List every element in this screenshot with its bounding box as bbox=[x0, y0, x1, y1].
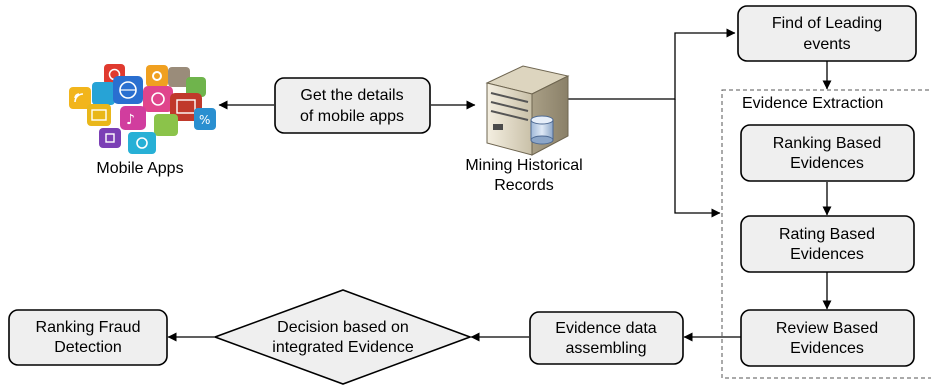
mobile-apps-label: Mobile Apps bbox=[96, 160, 183, 177]
ranking-based-line-1: Ranking Based bbox=[773, 135, 882, 152]
node-get-details: Get the details of mobile apps bbox=[274, 77, 431, 134]
node-ranking-based: Ranking Based Evidences bbox=[740, 124, 915, 182]
edge-mining-to-find-leading bbox=[568, 28, 736, 100]
get-details-line-1: Get the details bbox=[300, 87, 403, 104]
node-rating-based: Rating Based Evidences bbox=[740, 215, 915, 273]
svg-text:♪: ♪ bbox=[126, 112, 135, 128]
get-details-line-2: of mobile apps bbox=[300, 108, 404, 125]
app-icons-cluster-icon: % ♪ bbox=[69, 64, 216, 154]
decision-line-2: integrated Evidence bbox=[272, 339, 414, 356]
mining-line-2: Records bbox=[494, 177, 554, 194]
edges bbox=[167, 28, 832, 342]
server-database-icon bbox=[485, 65, 570, 156]
ranking-fraud-line-2: Detection bbox=[54, 339, 122, 356]
find-leading-line-2: events bbox=[803, 36, 850, 53]
node-review-based: Review Based Evidences bbox=[740, 309, 915, 367]
review-based-line-2: Evidences bbox=[790, 340, 864, 357]
node-decision: Decision based on integrated Evidence bbox=[212, 289, 473, 385]
rating-based-line-2: Evidences bbox=[790, 246, 864, 263]
svg-text:%: % bbox=[199, 113, 210, 127]
decision-line-1: Decision based on bbox=[277, 319, 409, 336]
rating-based-line-1: Rating Based bbox=[779, 226, 875, 243]
find-leading-line-1: Find of Leading bbox=[772, 15, 882, 32]
evidence-extraction-label: Evidence Extraction bbox=[742, 95, 883, 112]
node-ranking-fraud: Ranking Fraud Detection bbox=[8, 309, 168, 366]
edge-mining-to-evidence-extraction bbox=[674, 99, 721, 218]
assembling-line-1: Evidence data bbox=[555, 320, 657, 337]
ranking-fraud-line-1: Ranking Fraud bbox=[36, 319, 141, 336]
mining-line-1: Mining Historical bbox=[465, 157, 582, 174]
assembling-line-2: assembling bbox=[566, 340, 647, 357]
review-based-line-1: Review Based bbox=[776, 320, 878, 337]
ranking-based-line-2: Evidences bbox=[790, 155, 864, 172]
node-find-leading: Find of Leading events bbox=[737, 5, 917, 62]
evidence-extraction-group: Evidence Extraction bbox=[721, 89, 931, 379]
node-evidence-assembling: Evidence data assembling bbox=[529, 311, 684, 365]
